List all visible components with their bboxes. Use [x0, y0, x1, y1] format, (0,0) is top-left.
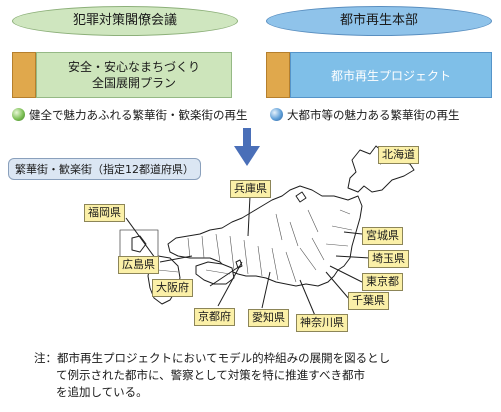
footnote-line3: を追加している。 [56, 385, 148, 399]
label-tokyo: 東京都 [362, 273, 403, 291]
label-hiroshima: 広島県 [118, 256, 159, 274]
category-label: 繁華街・歓楽街（指定12都道府県） [8, 158, 201, 180]
label-fukuoka: 福岡県 [84, 204, 125, 222]
footnote-line2: て例示された都市に、警察として対策を特に推進すべき都市 [56, 368, 366, 382]
sado-shape [295, 191, 307, 203]
down-arrow-icon [234, 128, 260, 166]
awaji-shape [235, 259, 243, 269]
safe-town-plan-line1: 安全・安心なまちづくり [67, 60, 200, 74]
label-miyagi: 宮城県 [362, 227, 403, 245]
label-hokkaido: 北海道 [378, 146, 419, 164]
shikoku-shape [195, 261, 235, 285]
safe-town-plan-line2: 全国展開プラン [91, 76, 176, 90]
urban-renaissance-label: 都市再生本部 [339, 13, 418, 28]
urban-renaissance-oval: 都市再生本部 [266, 6, 492, 36]
label-osaka: 大阪府 [152, 279, 193, 297]
honshu-shape [167, 185, 363, 287]
left-bullet-text: 健全で魅力あふれる繁華街・歓楽街の再生 [29, 108, 248, 122]
okinawa-shape [131, 235, 147, 253]
label-kanagawa: 神奈川県 [296, 314, 348, 332]
crime-council-label: 犯罪対策閣僚会議 [72, 13, 177, 28]
right-bullet-text: 大都市等の魅力ある繁華街の再生 [287, 108, 460, 122]
hokkaido-shape [347, 145, 415, 193]
left-panel-tab [12, 52, 36, 98]
label-saitama: 埼玉県 [368, 250, 409, 268]
label-chiba: 千葉県 [348, 292, 389, 310]
footnote-line1: 注：都市再生プロジェクトにおいてモデル的枠組みの展開を図るとし [34, 351, 391, 365]
urban-project-panel: 都市再生プロジェクト [290, 52, 492, 98]
right-panel-tab [266, 52, 290, 98]
green-bullet-icon [12, 108, 25, 121]
safe-town-plan-panel: 安全・安心なまちづくり 全国展開プラン [36, 52, 232, 98]
blue-bullet-icon [270, 108, 283, 121]
label-kyoto: 京都府 [194, 308, 235, 326]
label-hyogo: 兵庫県 [230, 180, 271, 198]
label-aichi: 愛知県 [248, 309, 289, 327]
urban-project-label: 都市再生プロジェクト [330, 68, 451, 83]
crime-council-oval: 犯罪対策閣僚会議 [12, 6, 238, 36]
